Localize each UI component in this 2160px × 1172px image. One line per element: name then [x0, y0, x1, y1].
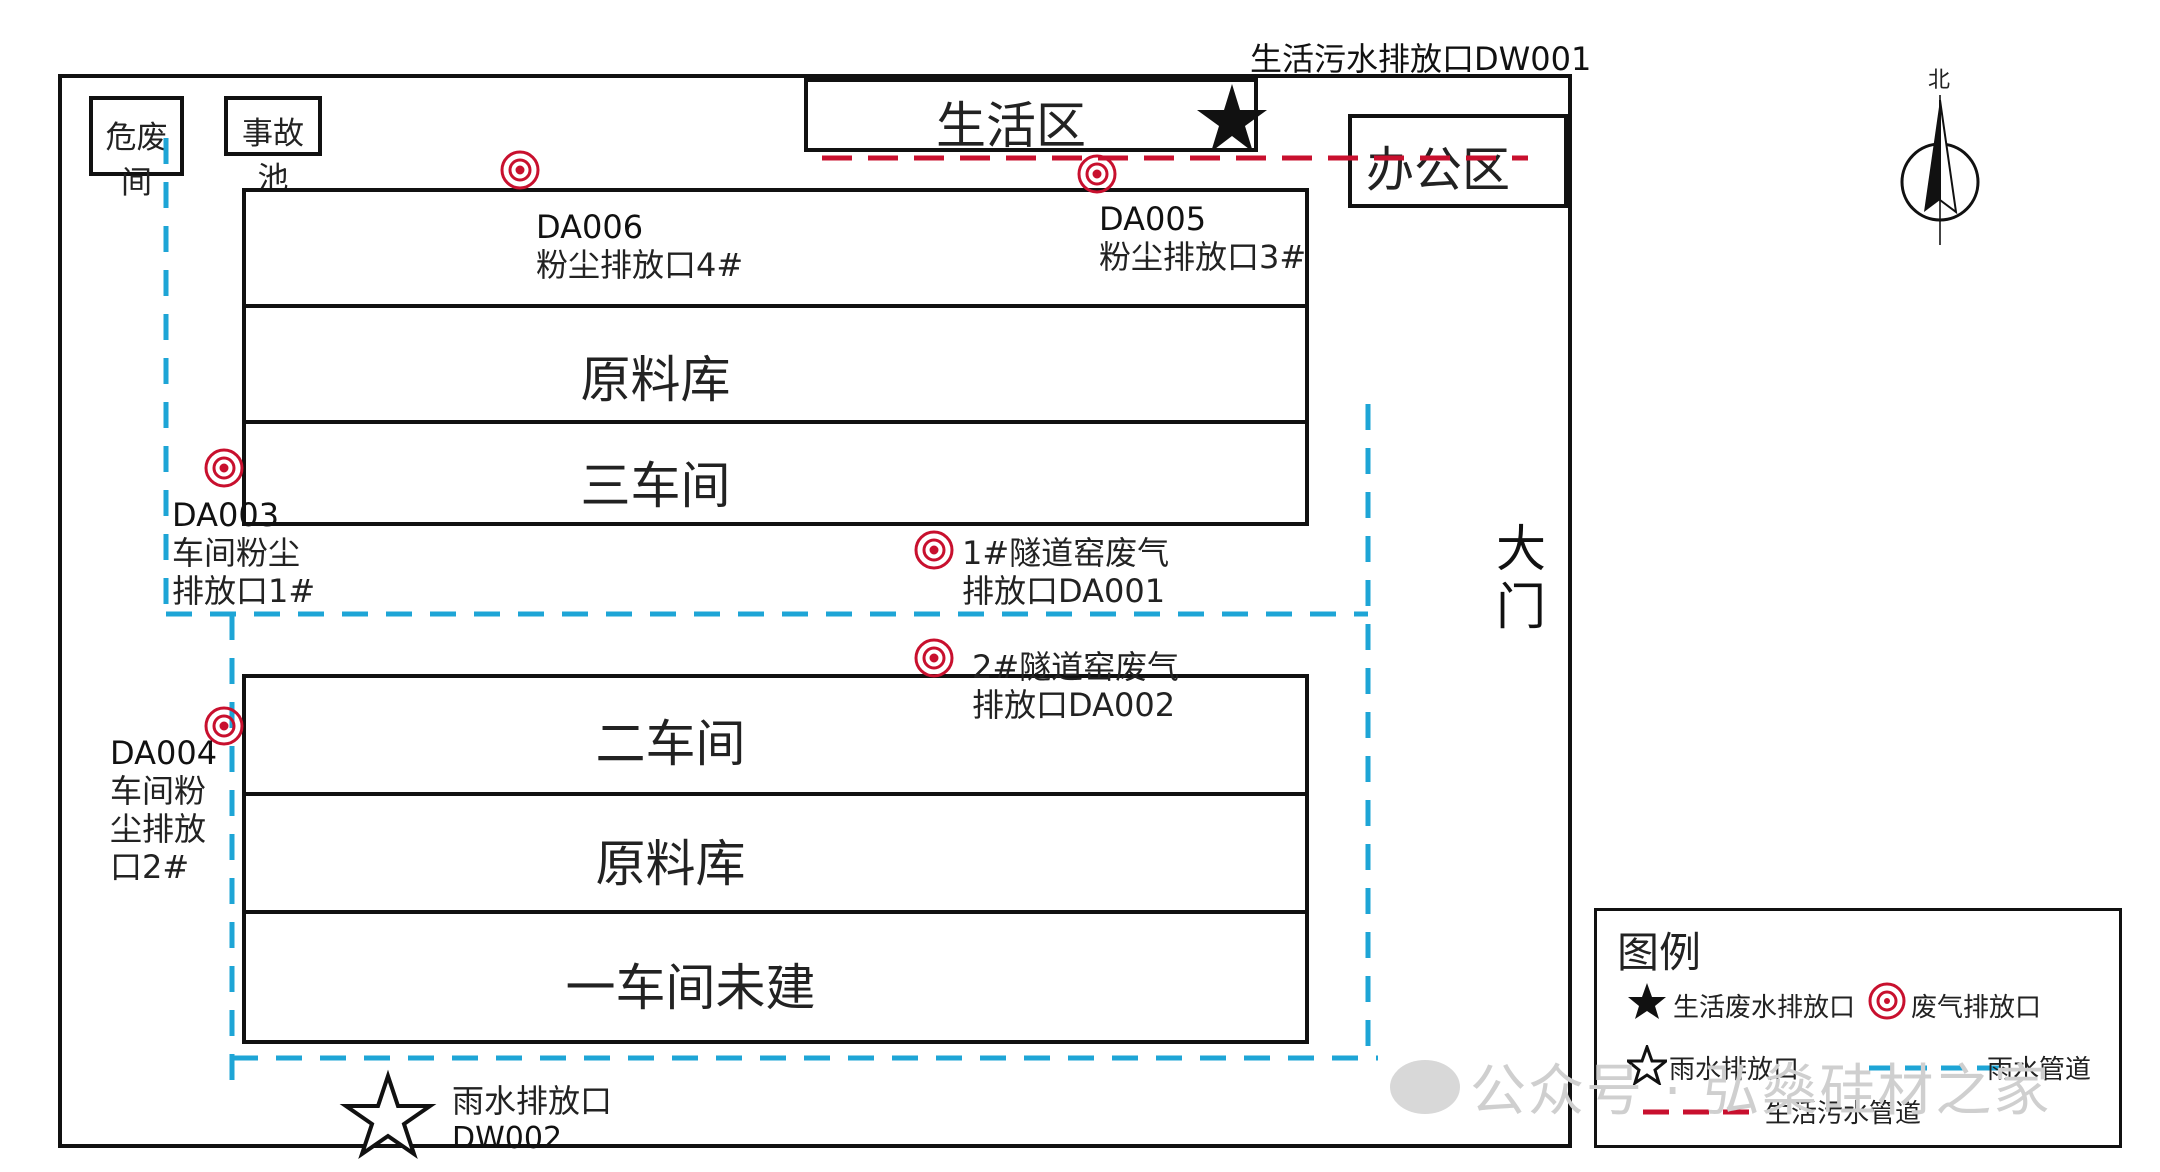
office-area-label: 办公区	[1365, 142, 1510, 198]
living-area: 生活区	[804, 78, 1258, 155]
legend-sewage-pipe-line	[1643, 1109, 1763, 1115]
dw001-star-icon	[1197, 84, 1267, 152]
workshop-three-label: 三车间	[580, 457, 731, 515]
workshop-one-label: 一车间未建	[565, 959, 816, 1017]
living-area-label: 生活区	[936, 97, 1086, 155]
da001-line2: 排放口DA001	[962, 572, 1166, 610]
legend-rain-pipe: 雨水管道	[1987, 1055, 2092, 1085]
da003-line2: 排放口1#	[172, 572, 316, 610]
dw002-star-icon	[339, 1069, 437, 1160]
workshop-two: 二车间	[242, 674, 1309, 796]
da004-marker-icon	[204, 706, 244, 746]
da006-code: DA006	[536, 208, 644, 246]
da002-line1: 2#隧道窑废气	[972, 648, 1180, 686]
office-area: 办公区	[1348, 114, 1568, 208]
north-label: 北	[1928, 68, 1951, 93]
workshop-two-label: 二车间	[595, 715, 746, 773]
bottom-raw-material-warehouse: 原料库	[242, 792, 1309, 914]
dw001-label: 生活污水排放口DW001	[1250, 40, 1592, 78]
da001-marker-icon	[914, 530, 954, 570]
legend-domestic-star-icon	[1628, 983, 1666, 1019]
gate-text: 大门	[1496, 520, 1546, 636]
da004-line1: 车间粉	[110, 772, 207, 810]
legend-gas-outlet: 废气排放口	[1911, 993, 2042, 1023]
legend-sewage-pipe: 生活污水管道	[1765, 1099, 1922, 1129]
legend-title: 图例	[1617, 928, 1702, 977]
legend-rain-outlet: 雨水排放口	[1669, 1055, 1800, 1085]
top-raw-material-warehouse: 原料库	[242, 304, 1309, 424]
da001-line1: 1#隧道窑废气	[962, 534, 1170, 572]
watermark: 公众号 · 弘燊硅材之家	[1390, 1046, 2051, 1127]
dw002-line2: DW002	[452, 1121, 563, 1156]
da003-marker-icon	[204, 448, 244, 488]
da004-line2: 尘排放	[110, 810, 207, 848]
da006-marker-icon	[500, 150, 540, 190]
da004-code: DA004	[110, 734, 218, 772]
dw002-line1: 雨水排放口	[452, 1082, 613, 1120]
da004-line3: 口2#	[110, 848, 190, 886]
legend-rain-pipe-line	[1869, 1065, 1999, 1071]
north-arrow-icon	[1900, 95, 1980, 245]
da005-name: 粉尘排放口3#	[1099, 238, 1307, 276]
bottom-raw-material-label: 原料库	[595, 835, 746, 893]
watermark-icon	[1390, 1059, 1460, 1114]
legend-gas-outlet-icon	[1868, 982, 1906, 1020]
legend: 图例 生活废水排放口 废气排放口 雨水排放口 雨水管道 生活污水管道	[1594, 908, 2122, 1148]
hazardous-waste-room: 危废间	[89, 96, 184, 201]
watermark-text: 公众号 · 弘燊硅材之家	[1470, 1059, 2052, 1124]
da002-line2: 排放口DA002	[972, 686, 1176, 724]
da003-line1: 车间粉尘	[172, 534, 301, 572]
gate-label: 大门	[1496, 520, 1546, 636]
hazardous-waste-label: 危废间	[105, 120, 168, 201]
da003-code: DA003	[172, 496, 280, 534]
da005-code: DA005	[1099, 200, 1207, 238]
da005-marker-icon	[1077, 154, 1117, 194]
workshop-one-unbuilt: 一车间未建	[242, 910, 1309, 1044]
da006-name: 粉尘排放口4#	[536, 246, 744, 284]
rain-pipe-network	[163, 138, 1378, 1092]
top-raw-material-label: 原料库	[580, 351, 731, 409]
legend-domestic-outlet: 生活废水排放口	[1673, 993, 1856, 1023]
da002-marker-icon	[914, 638, 954, 678]
workshop-three: 三车间	[242, 420, 1309, 526]
legend-rain-star-icon	[1627, 1045, 1667, 1085]
